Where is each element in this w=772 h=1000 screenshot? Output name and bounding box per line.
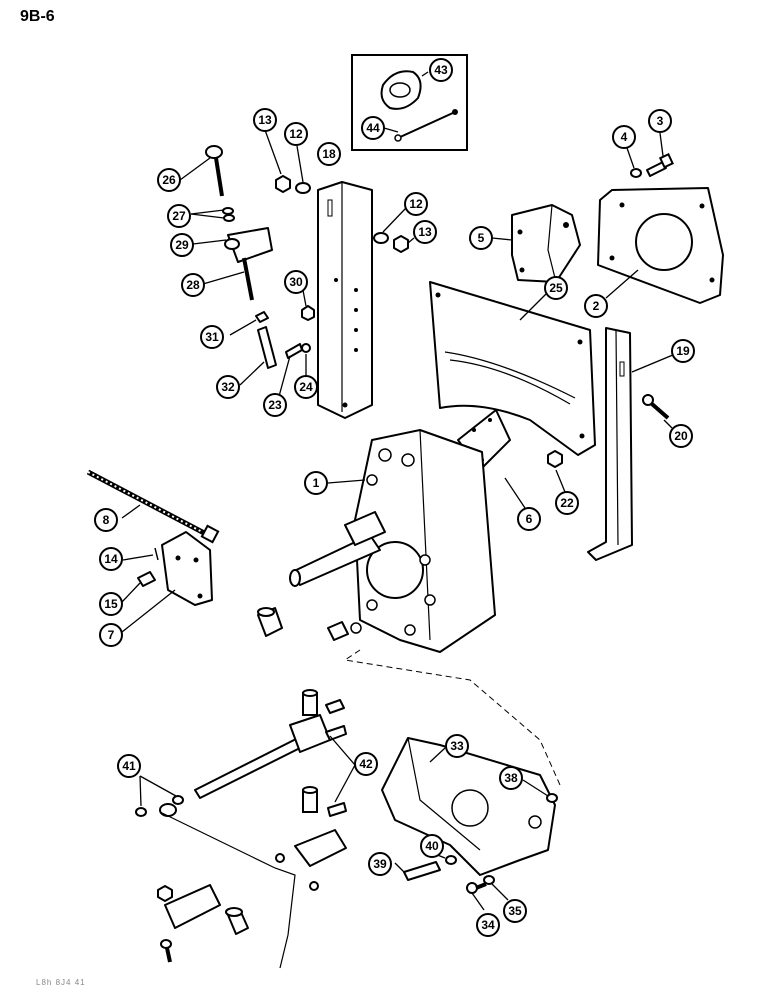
callout-29: 29 [170,233,194,257]
callout-27: 27 [167,204,191,228]
callout-32: 32 [216,375,240,399]
callout-1: 1 [304,471,328,495]
svg-text:12: 12 [289,127,303,141]
part-8-rod [86,469,220,544]
callout-41: 41 [117,754,141,778]
callout-24: 24 [294,375,318,399]
part-18-bracket [317,181,373,419]
svg-text:14: 14 [104,552,118,566]
callout-28: 28 [181,273,205,297]
svg-text:4: 4 [621,130,628,144]
part-5-bracket [491,204,581,283]
callouts: 43 44 13 12 18 4 3 26 27 29 12 13 5 28 3… [94,58,695,937]
svg-text:20: 20 [674,429,688,443]
callout-20: 20 [669,424,693,448]
svg-text:39: 39 [373,857,387,871]
hardware-top [264,129,415,253]
svg-text:12: 12 [409,197,423,211]
callout-30: 30 [284,270,308,294]
parts-26-32 [179,145,315,401]
callout-2: 2 [584,294,608,318]
part-25-panel [429,281,596,456]
svg-text:42: 42 [359,757,373,771]
svg-text:28: 28 [186,278,200,292]
parts-7-14-15 [121,531,213,633]
svg-text:30: 30 [289,275,303,289]
svg-text:19: 19 [676,344,690,358]
svg-text:24: 24 [299,380,313,394]
callout-8: 8 [94,508,118,532]
callout-26: 26 [157,168,181,192]
svg-text:3: 3 [657,114,664,128]
svg-text:31: 31 [205,330,219,344]
svg-text:26: 26 [162,173,176,187]
callout-35: 35 [503,899,527,923]
callout-15: 15 [99,592,123,616]
callout-44: 44 [361,116,385,140]
callout-39: 39 [368,852,392,876]
page-label: 9B-6 [20,8,55,25]
part-33-housing [381,737,558,876]
svg-text:15: 15 [104,597,118,611]
part-2-plate [597,187,724,304]
callout-18: 18 [317,142,341,166]
svg-text:29: 29 [175,238,189,252]
svg-text:7: 7 [108,628,115,642]
part-19-bracket [587,327,681,561]
parts-34-35-39-40 [394,849,509,911]
callout-22: 22 [555,491,579,515]
callout-3: 3 [648,109,672,133]
svg-text:38: 38 [504,771,518,785]
svg-text:32: 32 [221,380,235,394]
svg-text:13: 13 [258,113,272,127]
callout-43: 43 [429,58,453,82]
svg-text:34: 34 [481,918,495,932]
svg-text:22: 22 [560,496,574,510]
svg-text:44: 44 [366,121,380,135]
callout-19: 19 [671,339,695,363]
callout-6: 6 [517,507,541,531]
svg-text:33: 33 [450,739,464,753]
callout-40: 40 [420,834,444,858]
svg-text:23: 23 [268,398,282,412]
callout-7: 7 [99,623,123,647]
parts-3-4 [626,132,674,178]
svg-text:27: 27 [172,209,186,223]
svg-text:40: 40 [425,839,439,853]
callout-38: 38 [499,766,523,790]
svg-text:1: 1 [313,476,320,490]
svg-text:18: 18 [322,147,336,161]
svg-text:35: 35 [508,904,522,918]
part-1-housing [289,429,496,653]
callout-13b: 13 [413,220,437,244]
callout-42: 42 [354,752,378,776]
svg-text:8: 8 [103,513,110,527]
svg-text:25: 25 [549,281,563,295]
callout-12b: 12 [404,192,428,216]
spacer-and-fitting [257,607,362,641]
svg-text:6: 6 [526,512,533,526]
svg-text:2: 2 [593,299,600,313]
callout-23: 23 [263,393,287,417]
callout-13: 13 [253,108,277,132]
footer-code: L8h 8J4 41 [36,978,86,987]
svg-text:13: 13 [418,225,432,239]
callout-31: 31 [200,325,224,349]
callout-12: 12 [284,122,308,146]
callout-14: 14 [99,547,123,571]
callout-33: 33 [445,734,469,758]
callout-34: 34 [476,913,500,937]
dashed-connection [343,649,561,786]
svg-text:43: 43 [434,63,448,77]
svg-text:41: 41 [122,759,136,773]
callout-5: 5 [469,226,493,250]
svg-text:5: 5 [478,231,485,245]
part-20-bolt [642,394,673,429]
lower-linkage [135,689,356,969]
callout-4: 4 [612,125,636,149]
callout-25: 25 [544,276,568,300]
